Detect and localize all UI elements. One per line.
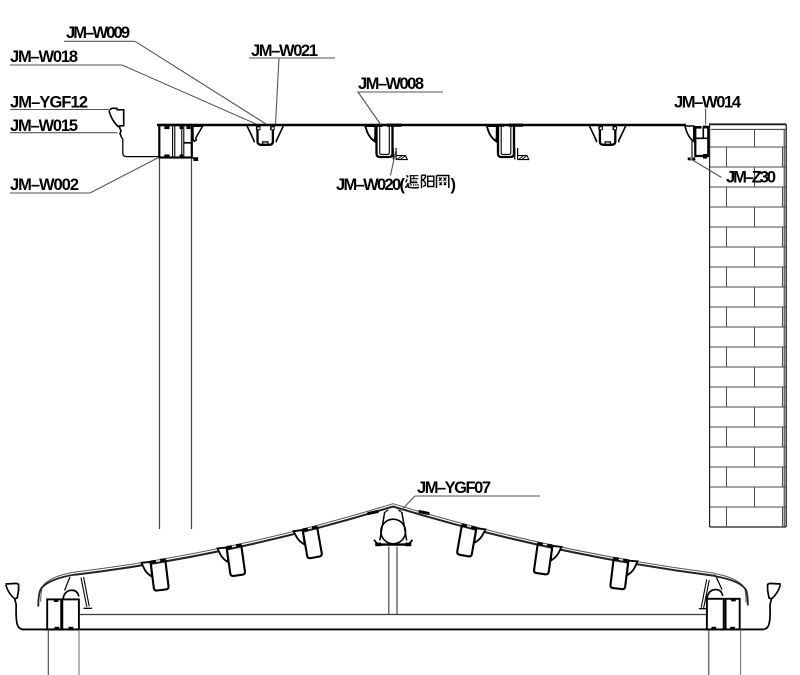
svg-text:JM–W014: JM–W014 [674, 94, 742, 112]
svg-text:): ) [451, 176, 457, 194]
svg-text:JM–W015: JM–W015 [10, 117, 78, 135]
svg-text:JM–W018: JM–W018 [10, 48, 78, 66]
svg-text:JM–W020(: JM–W020( [336, 176, 406, 194]
svg-text:JM–YGF07: JM–YGF07 [417, 479, 491, 497]
svg-text:JM–W008: JM–W008 [358, 75, 424, 93]
svg-text:JM–W021: JM–W021 [251, 42, 318, 60]
svg-text:JM–W002: JM–W002 [10, 176, 79, 194]
svg-text:JM–YGF12: JM–YGF12 [10, 94, 88, 112]
svg-text:JM–W009: JM–W009 [66, 24, 130, 42]
svg-text:JM–Z30: JM–Z30 [726, 169, 776, 187]
